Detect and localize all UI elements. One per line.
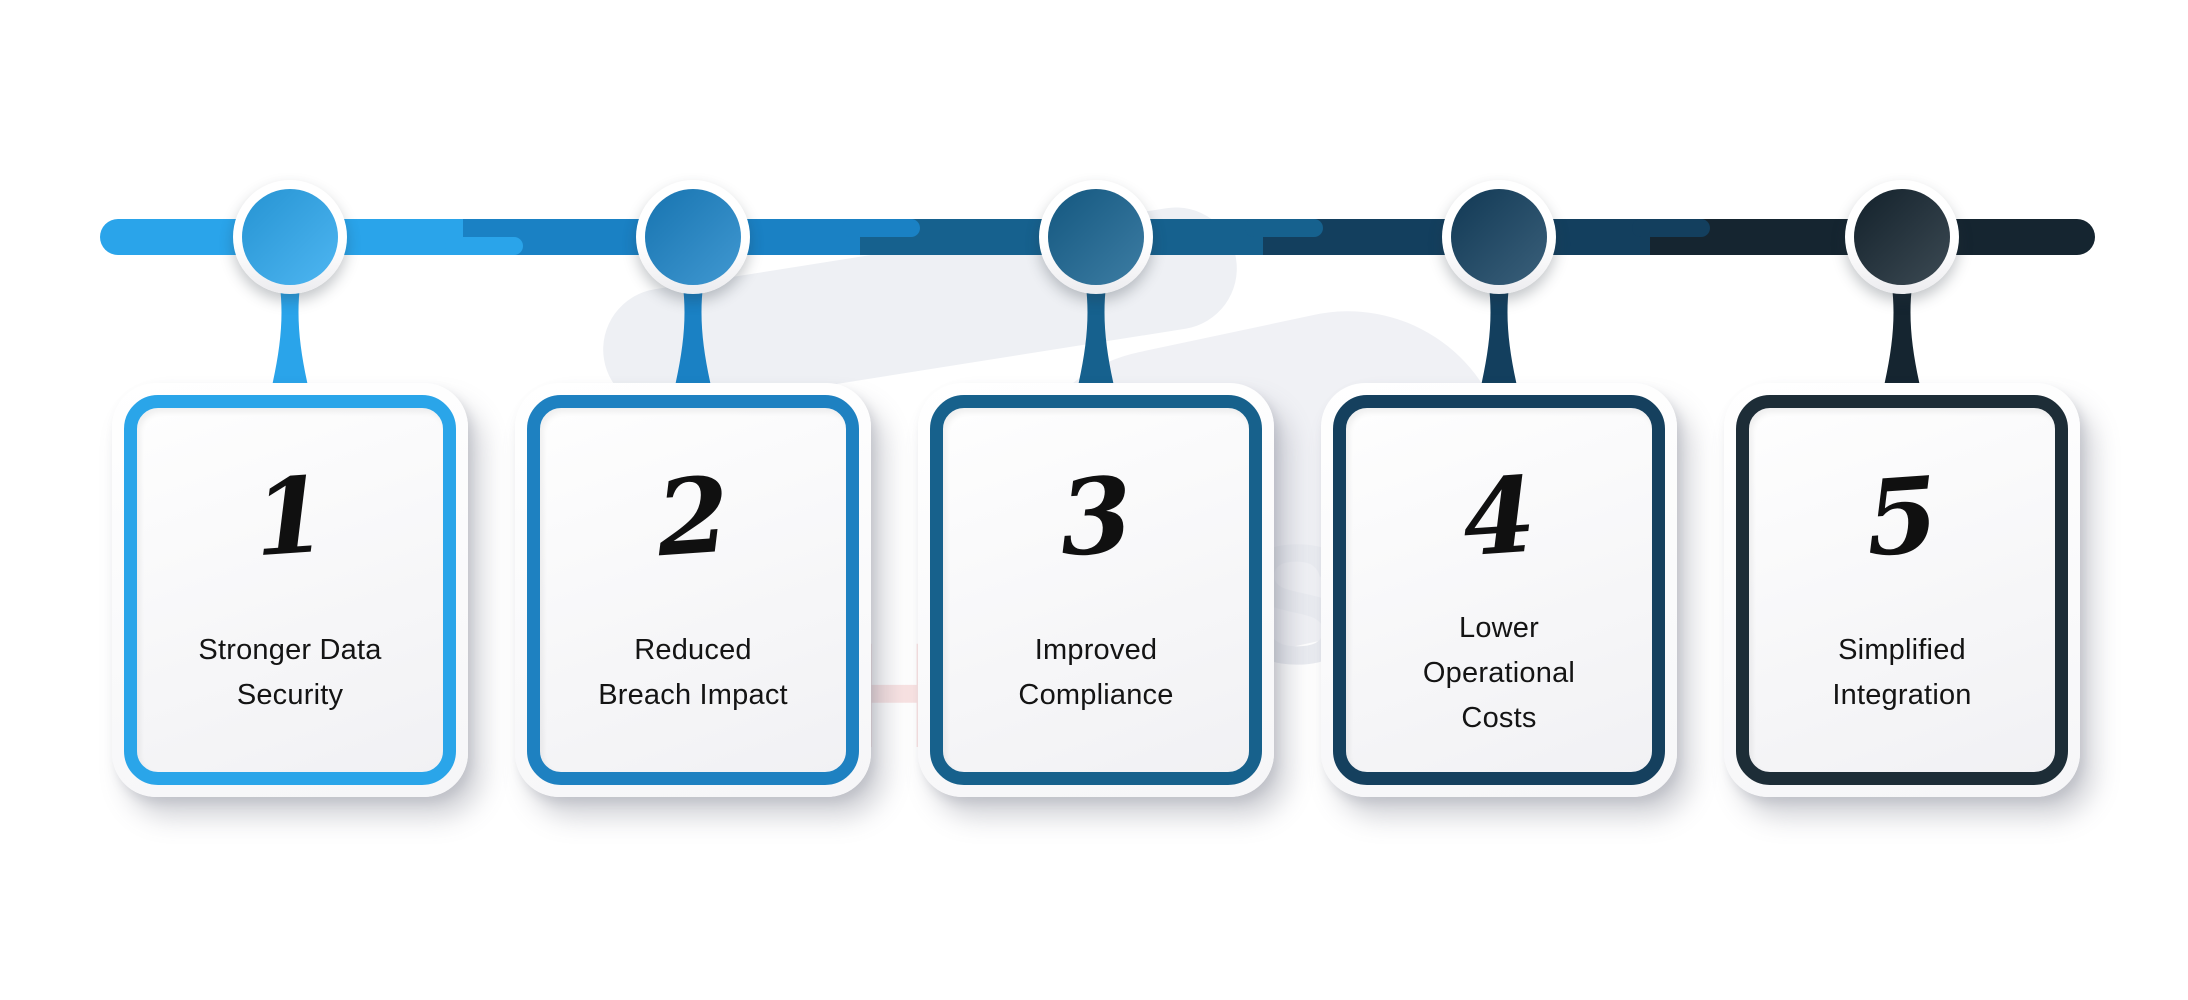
- step-number: 3: [1055, 452, 1137, 581]
- step-number: 5: [1861, 452, 1943, 581]
- node-ring: [1845, 180, 1959, 294]
- node-circle-3: [1048, 189, 1144, 285]
- step-label-line: Compliance: [1018, 679, 1174, 711]
- node-ring: [636, 180, 750, 294]
- step-card-4: 4 Lower Operational Costs: [1321, 383, 1677, 797]
- step-label-line: Simplified: [1838, 634, 1966, 666]
- step-label: Lower Operational Costs: [1372, 612, 1626, 734]
- step-number: 1: [249, 452, 331, 581]
- step-card-frame: 3 Improved Compliance: [930, 395, 1262, 785]
- step-card-2: 2 Reduced Breach Impact: [515, 383, 871, 797]
- step-label-line: Costs: [1461, 701, 1537, 734]
- step-label-line: Lower: [1459, 611, 1539, 644]
- timeline-joint-tab-3: [1245, 219, 1323, 237]
- step-label: Reduced Breach Impact: [566, 614, 820, 732]
- node-ring: [233, 180, 347, 294]
- timeline-joint-tab-2: [842, 219, 920, 237]
- step-card-1: 1 Stronger Data Security: [112, 383, 468, 797]
- node-ring: [1039, 180, 1153, 294]
- step-label-line: Reduced: [634, 634, 752, 666]
- step-card-frame: 5 Simplified Integration: [1736, 395, 2068, 785]
- step-label: Improved Compliance: [969, 614, 1223, 732]
- step-card-frame: 2 Reduced Breach Impact: [527, 395, 859, 785]
- step-card-5: 5 Simplified Integration: [1724, 383, 2080, 797]
- step-card-frame: 4 Lower Operational Costs: [1333, 395, 1665, 785]
- step-number: 4: [1458, 452, 1540, 581]
- step-label: Stronger Data Security: [163, 614, 417, 732]
- step-card-3: 3 Improved Compliance: [918, 383, 1274, 797]
- step-label-line: Integration: [1832, 679, 1972, 711]
- node-circle-4: [1451, 189, 1547, 285]
- timeline-joint-tab-1: [445, 237, 523, 255]
- node-circle-2: [645, 189, 741, 285]
- step-card-frame: 1 Stronger Data Security: [124, 395, 456, 785]
- step-label-line: Stronger Data: [198, 634, 382, 666]
- step-number: 2: [652, 452, 734, 581]
- timeline-joint-tab-4: [1632, 219, 1710, 237]
- step-label-line: Improved: [1034, 634, 1158, 666]
- step-label-line: Operational: [1422, 656, 1576, 689]
- step-label-line: Security: [236, 679, 344, 711]
- node-ring: [1442, 180, 1556, 294]
- node-circle-1: [242, 189, 338, 285]
- node-circle-5: [1854, 189, 1950, 285]
- step-label-line: Breach Impact: [598, 679, 788, 711]
- step-label: Simplified Integration: [1775, 614, 2029, 732]
